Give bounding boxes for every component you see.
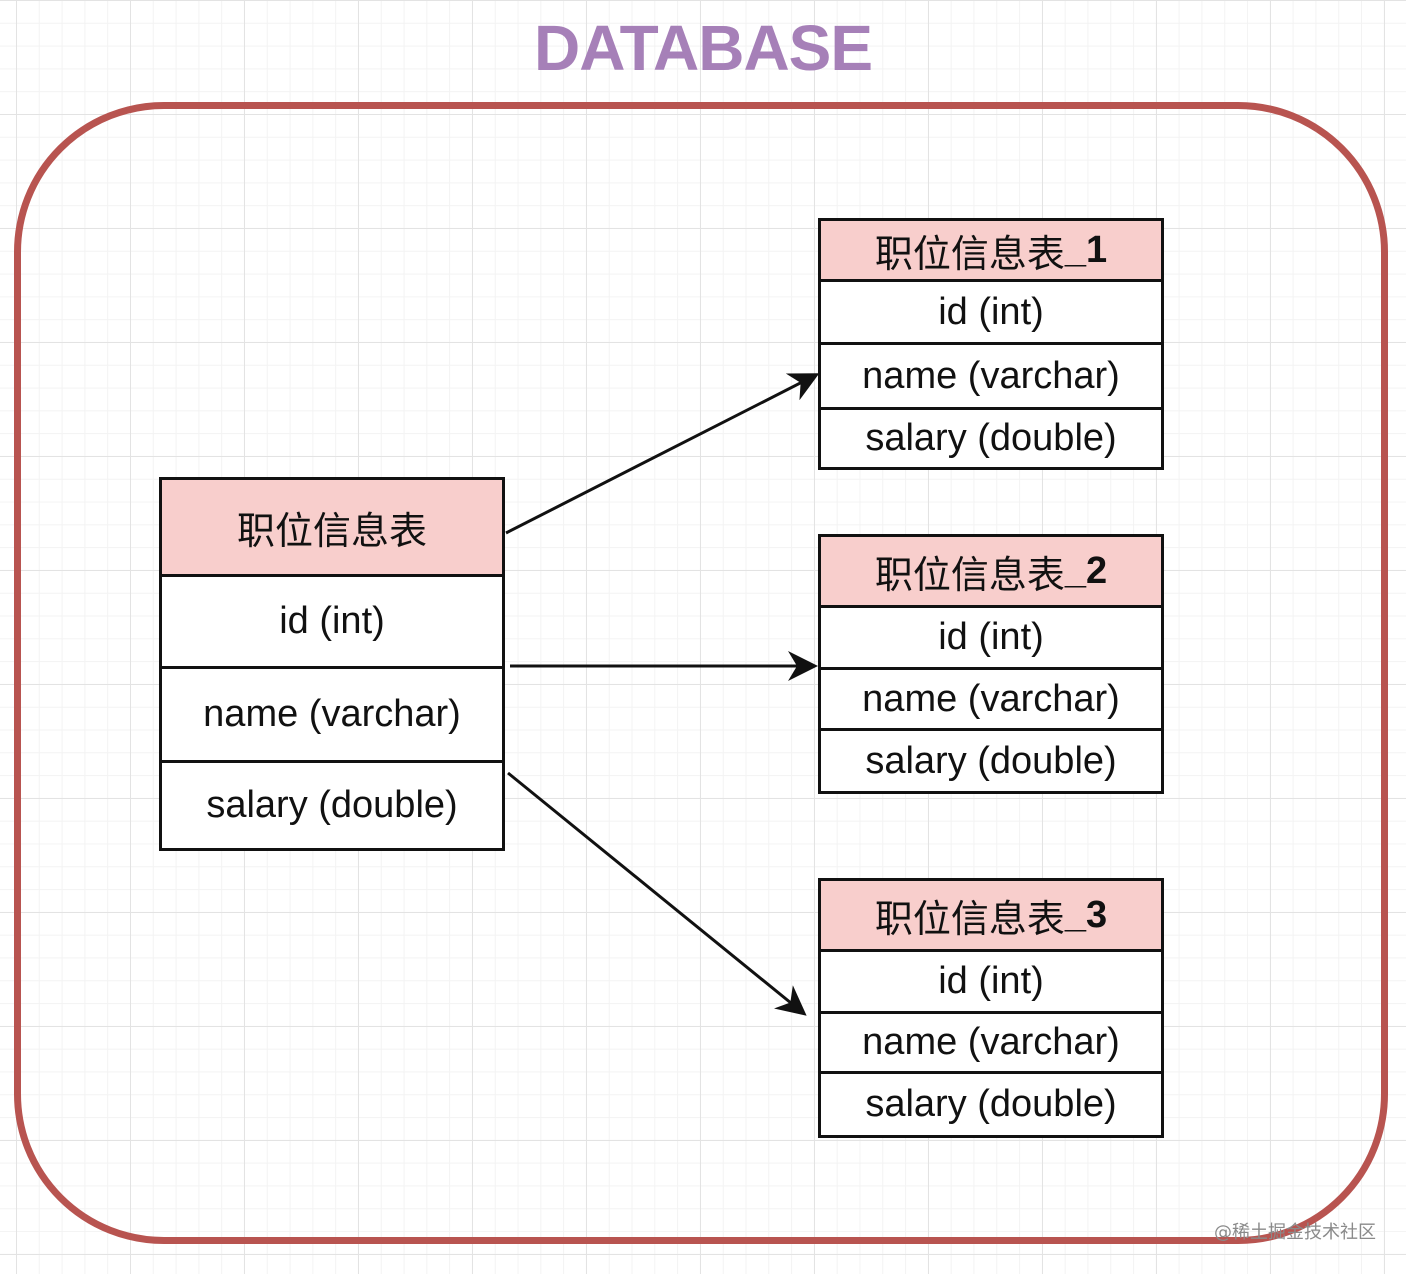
shard-table-2-field-name: name (varchar) bbox=[821, 670, 1161, 731]
source-field-salary: salary (double) bbox=[206, 784, 458, 826]
source-table-header: 职位信息表 bbox=[162, 480, 502, 577]
shard-table-1-header: 职位信息表_1 bbox=[821, 221, 1161, 282]
source-field-name: name (varchar) bbox=[162, 669, 502, 763]
shard-table-1-field-id: id (int) bbox=[821, 282, 1161, 345]
source-table[interactable]: 职位信息表 id (int) name (varchar) salary (do… bbox=[159, 477, 505, 851]
shard-table-3-name: 职位信息表 bbox=[874, 896, 1065, 941]
source-field-id: id (int) bbox=[162, 577, 502, 669]
shard-table-3[interactable]: 职位信息表_3 id (int) name (varchar) salary (… bbox=[818, 878, 1164, 1138]
shard-table-2-header: 职位信息表_2 bbox=[821, 537, 1161, 608]
database-boundary bbox=[14, 102, 1388, 1244]
shard-table-3-header: 职位信息表_3 bbox=[821, 881, 1161, 952]
shard-table-1-name: 职位信息表 bbox=[874, 231, 1065, 276]
shard-table-1-field-name: name (varchar) bbox=[821, 345, 1161, 410]
shard-table-1-suffix: _1 bbox=[1064, 228, 1108, 271]
watermark: @稀土掘金技术社区 bbox=[1214, 1222, 1376, 1243]
shard-table-2-field-id: id (int) bbox=[821, 608, 1161, 670]
shard-table-1-field-salary: salary (double) bbox=[865, 417, 1117, 459]
shard-table-3-field-id: id (int) bbox=[821, 952, 1161, 1014]
shard-table-3-field-name: name (varchar) bbox=[821, 1014, 1161, 1074]
shard-table-2-name: 职位信息表 bbox=[874, 552, 1065, 597]
shard-table-2-field-salary: salary (double) bbox=[865, 739, 1117, 782]
shard-table-3-suffix: _3 bbox=[1064, 893, 1108, 936]
shard-table-3-field-salary: salary (double) bbox=[865, 1083, 1117, 1125]
shard-table-2-suffix: _2 bbox=[1064, 549, 1108, 592]
shard-table-2[interactable]: 职位信息表_2 id (int) name (varchar) salary (… bbox=[818, 534, 1164, 794]
database-title: DATABASE bbox=[533, 12, 873, 84]
source-table-name: 职位信息表 bbox=[236, 508, 427, 553]
shard-table-1[interactable]: 职位信息表_1 id (int) name (varchar) salary (… bbox=[818, 218, 1164, 470]
